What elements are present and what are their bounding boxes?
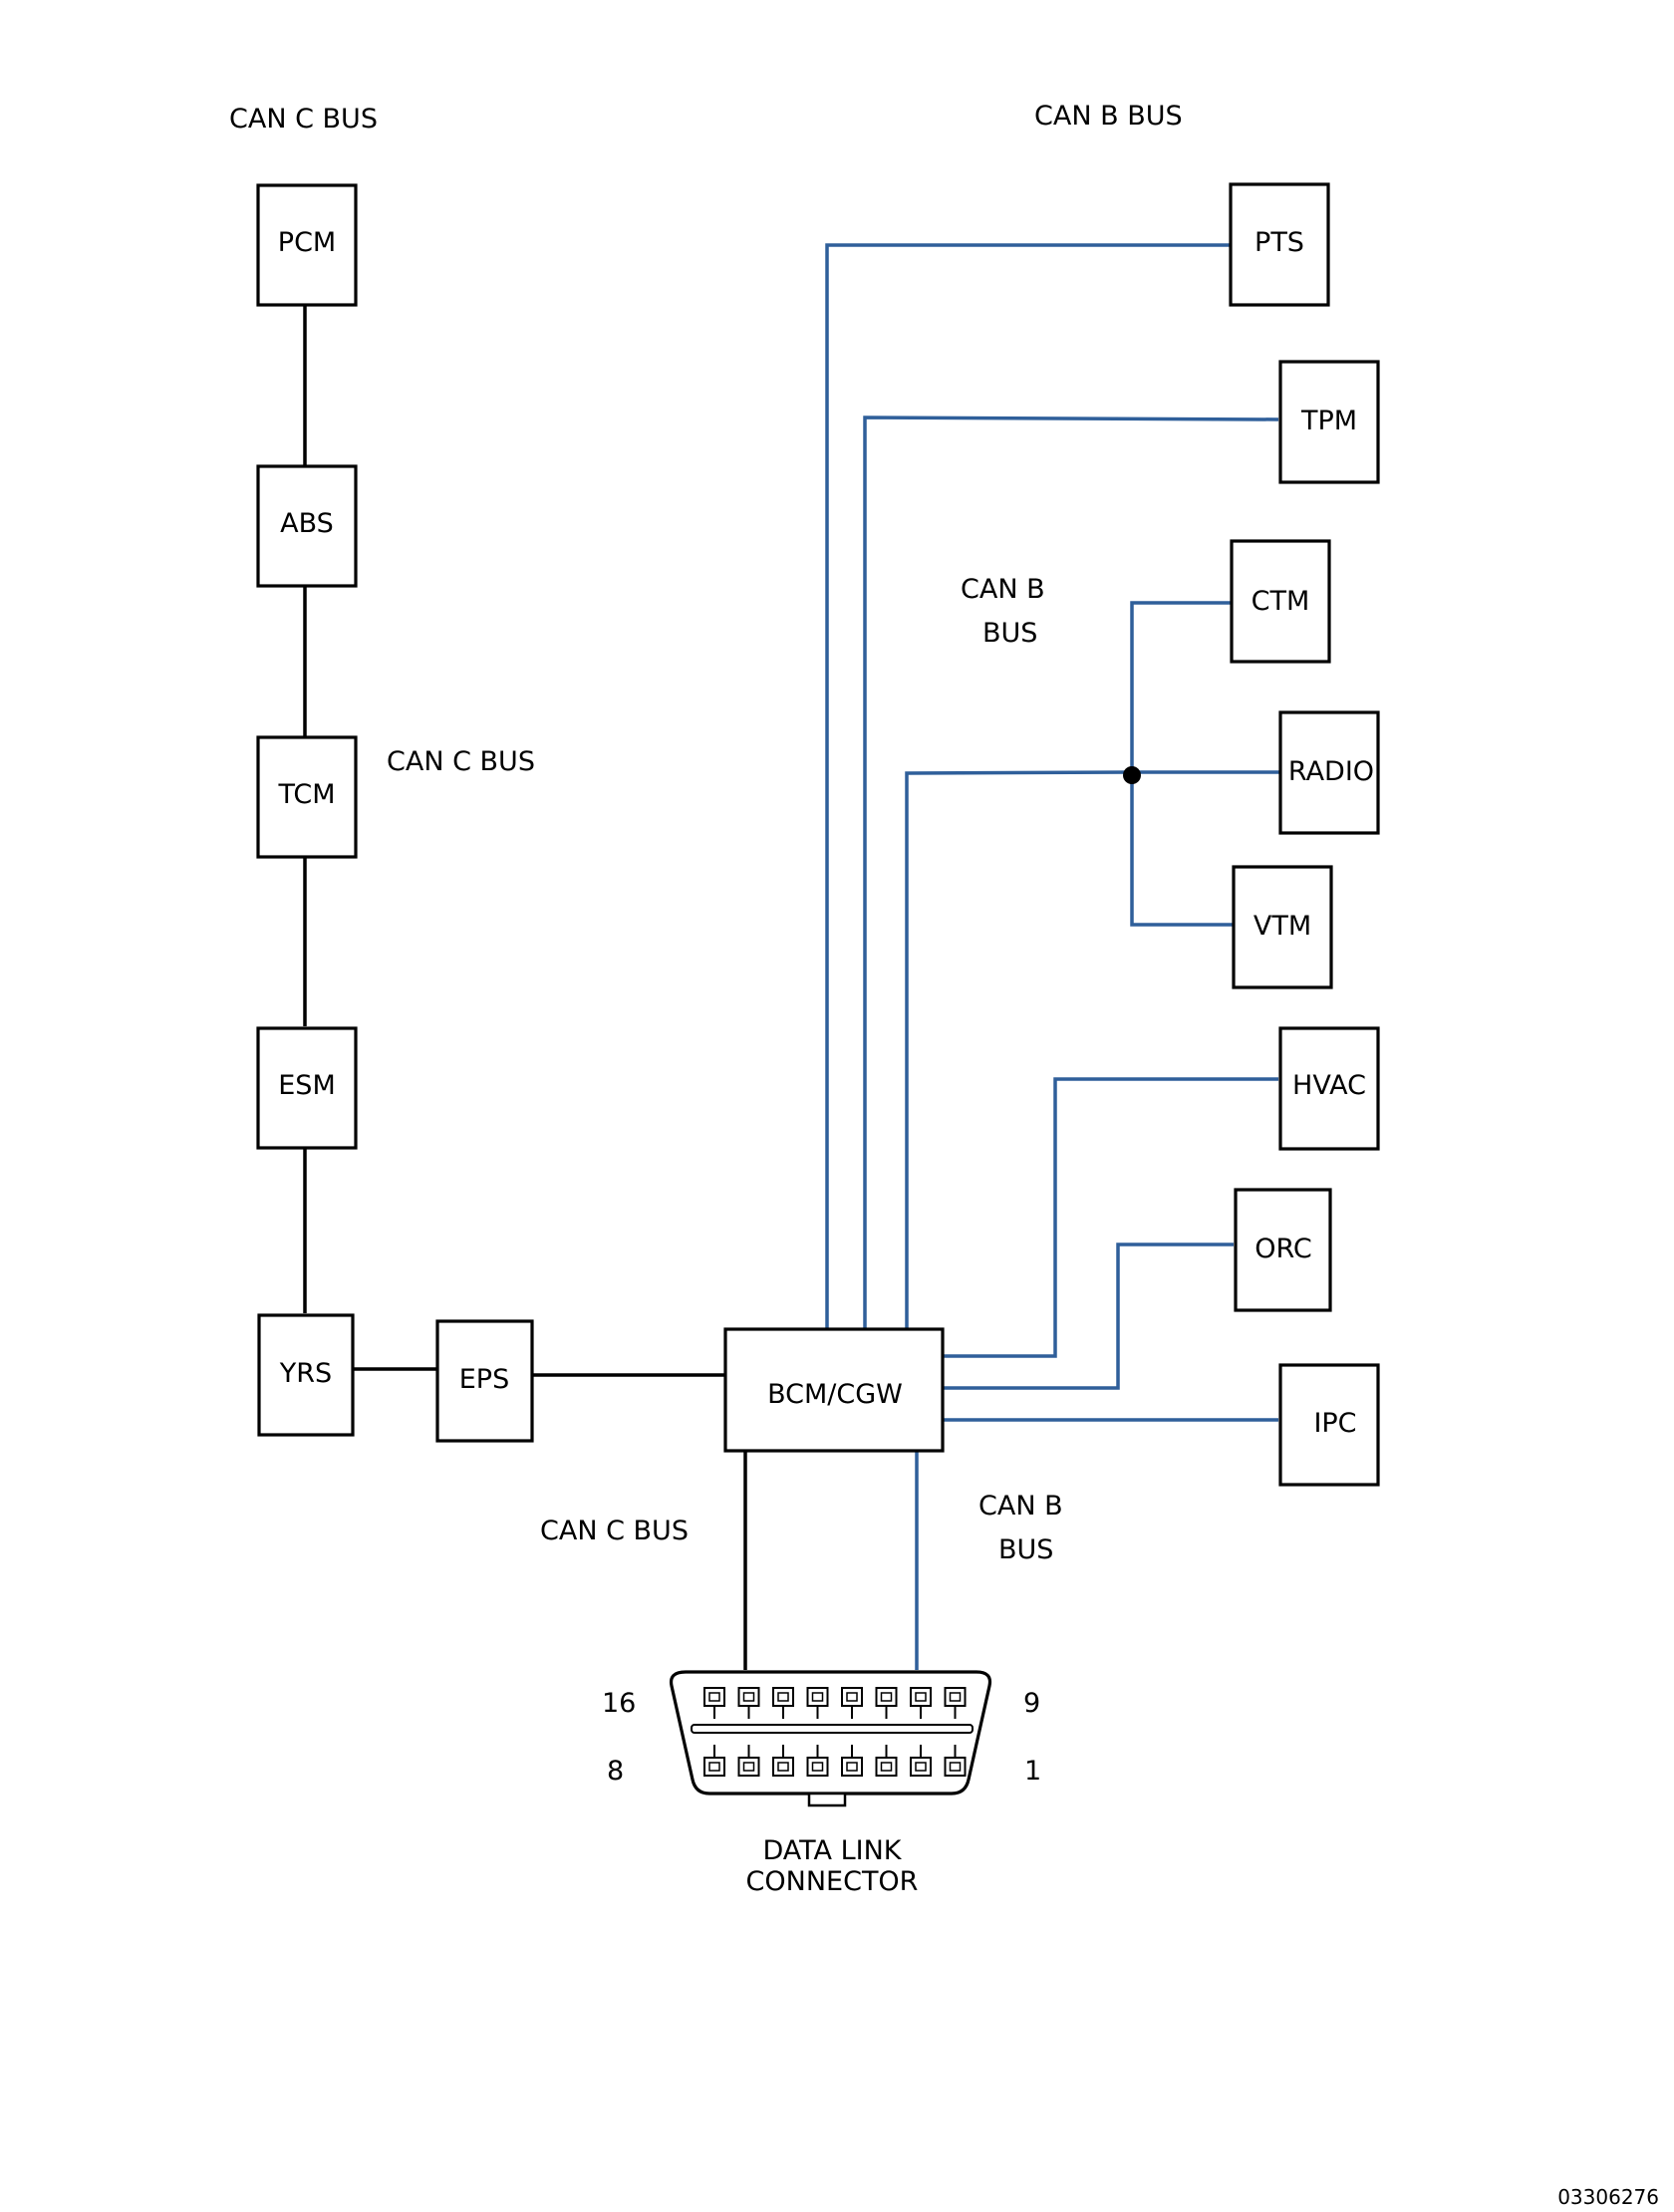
connector-pin-socket: [949, 1762, 962, 1772]
connector-label-line1: DATA LINK: [762, 1835, 902, 1866]
label-can-c-bus-mid: CAN C BUS: [387, 746, 535, 777]
connector-pin-socket: [880, 1762, 893, 1772]
wire-junction-vtm: [1130, 772, 1233, 927]
module-orc: ORC: [1234, 1188, 1332, 1312]
connector-pin-socket: [915, 1692, 927, 1702]
module-ipc: IPC: [1278, 1363, 1380, 1487]
module-tcm-label: TCM: [277, 779, 335, 810]
module-abs: ABS: [256, 464, 358, 588]
label-can-b-bottom-line1: CAN B: [978, 1491, 1063, 1521]
module-tcm: TCM: [256, 735, 358, 859]
module-bcm-label: BCM/CGW: [767, 1379, 903, 1410]
label-can-b-mid-line2: BUS: [982, 618, 1037, 649]
label-can-b-bottom-line2: BUS: [998, 1534, 1053, 1565]
module-yrs: YRS: [257, 1313, 355, 1437]
module-esm: ESM: [256, 1026, 358, 1150]
connector-pin-socket: [846, 1692, 858, 1702]
pin-label-16: 16: [602, 1688, 636, 1719]
wire-bcm-tpm: [863, 415, 1279, 1328]
connector-pin-socket: [880, 1692, 893, 1702]
connector-label-line2: CONNECTOR: [746, 1866, 919, 1897]
module-bcm: BCM/CGW: [723, 1327, 945, 1453]
module-ctm-label: CTM: [1252, 586, 1310, 617]
connector-pin-socket: [777, 1762, 789, 1772]
connector-pin-socket: [811, 1762, 824, 1772]
pin-label-8: 8: [607, 1756, 624, 1787]
module-ipc-label: IPC: [1313, 1408, 1356, 1439]
module-orc-label: ORC: [1255, 1234, 1312, 1264]
wire-bcm-hvac: [943, 1077, 1278, 1358]
module-eps-label: EPS: [459, 1364, 509, 1395]
module-pcm-label: PCM: [278, 227, 336, 258]
module-vtm-label: VTM: [1254, 911, 1311, 942]
connector-pin-socket: [915, 1762, 927, 1772]
label-can-b-mid-line1: CAN B: [961, 574, 1045, 605]
connector-pin-socket: [742, 1692, 755, 1702]
module-esm-label: ESM: [278, 1070, 336, 1101]
module-abs-label: ABS: [280, 508, 334, 539]
connector-pins-top: [703, 1687, 967, 1719]
can-c-bus-wires: [303, 305, 747, 1670]
connector-pin-socket: [742, 1762, 755, 1772]
wire-bcm-orc: [943, 1243, 1234, 1390]
bus-junction-dot: [1123, 766, 1141, 784]
label-can-c-bus-bottom: CAN C BUS: [540, 1516, 689, 1546]
wire-junction-ctm: [1130, 601, 1231, 772]
module-yrs-label: YRS: [279, 1358, 332, 1389]
module-pts: PTS: [1229, 182, 1330, 307]
module-hvac-label: HVAC: [1292, 1070, 1366, 1101]
module-eps: EPS: [435, 1319, 534, 1443]
pin-label-1: 1: [1024, 1756, 1041, 1787]
module-radio-label: RADIO: [1288, 756, 1374, 787]
module-pcm: PCM: [256, 183, 358, 307]
connector-pin-socket: [811, 1692, 824, 1702]
can-b-bus-wires: [825, 243, 1279, 1670]
module-radio: RADIO: [1278, 710, 1380, 835]
module-pts-label: PTS: [1255, 227, 1304, 258]
module-tpm-label: TPM: [1300, 406, 1357, 436]
connector-pin-socket: [708, 1692, 720, 1702]
connector-pin-socket: [777, 1692, 789, 1702]
connector-pins-bottom: [703, 1745, 967, 1777]
module-hvac: HVAC: [1278, 1026, 1380, 1151]
connector-pin-socket: [846, 1762, 858, 1772]
figure-id: 03306276: [1557, 2185, 1659, 2209]
connector-pin-socket: [708, 1762, 720, 1772]
data-link-connector: [669, 1670, 992, 1807]
label-can-b-bus-top: CAN B BUS: [1034, 101, 1183, 132]
label-can-c-bus-top: CAN C BUS: [229, 104, 378, 135]
connector-pin-socket: [949, 1692, 962, 1702]
wire-bcm-junction: [905, 770, 1133, 1328]
module-vtm: VTM: [1232, 865, 1333, 989]
pin-label-9: 9: [1023, 1688, 1040, 1719]
module-tpm: TPM: [1278, 360, 1380, 484]
module-ctm: CTM: [1230, 539, 1331, 664]
wire-bcm-pts: [825, 243, 1230, 1328]
